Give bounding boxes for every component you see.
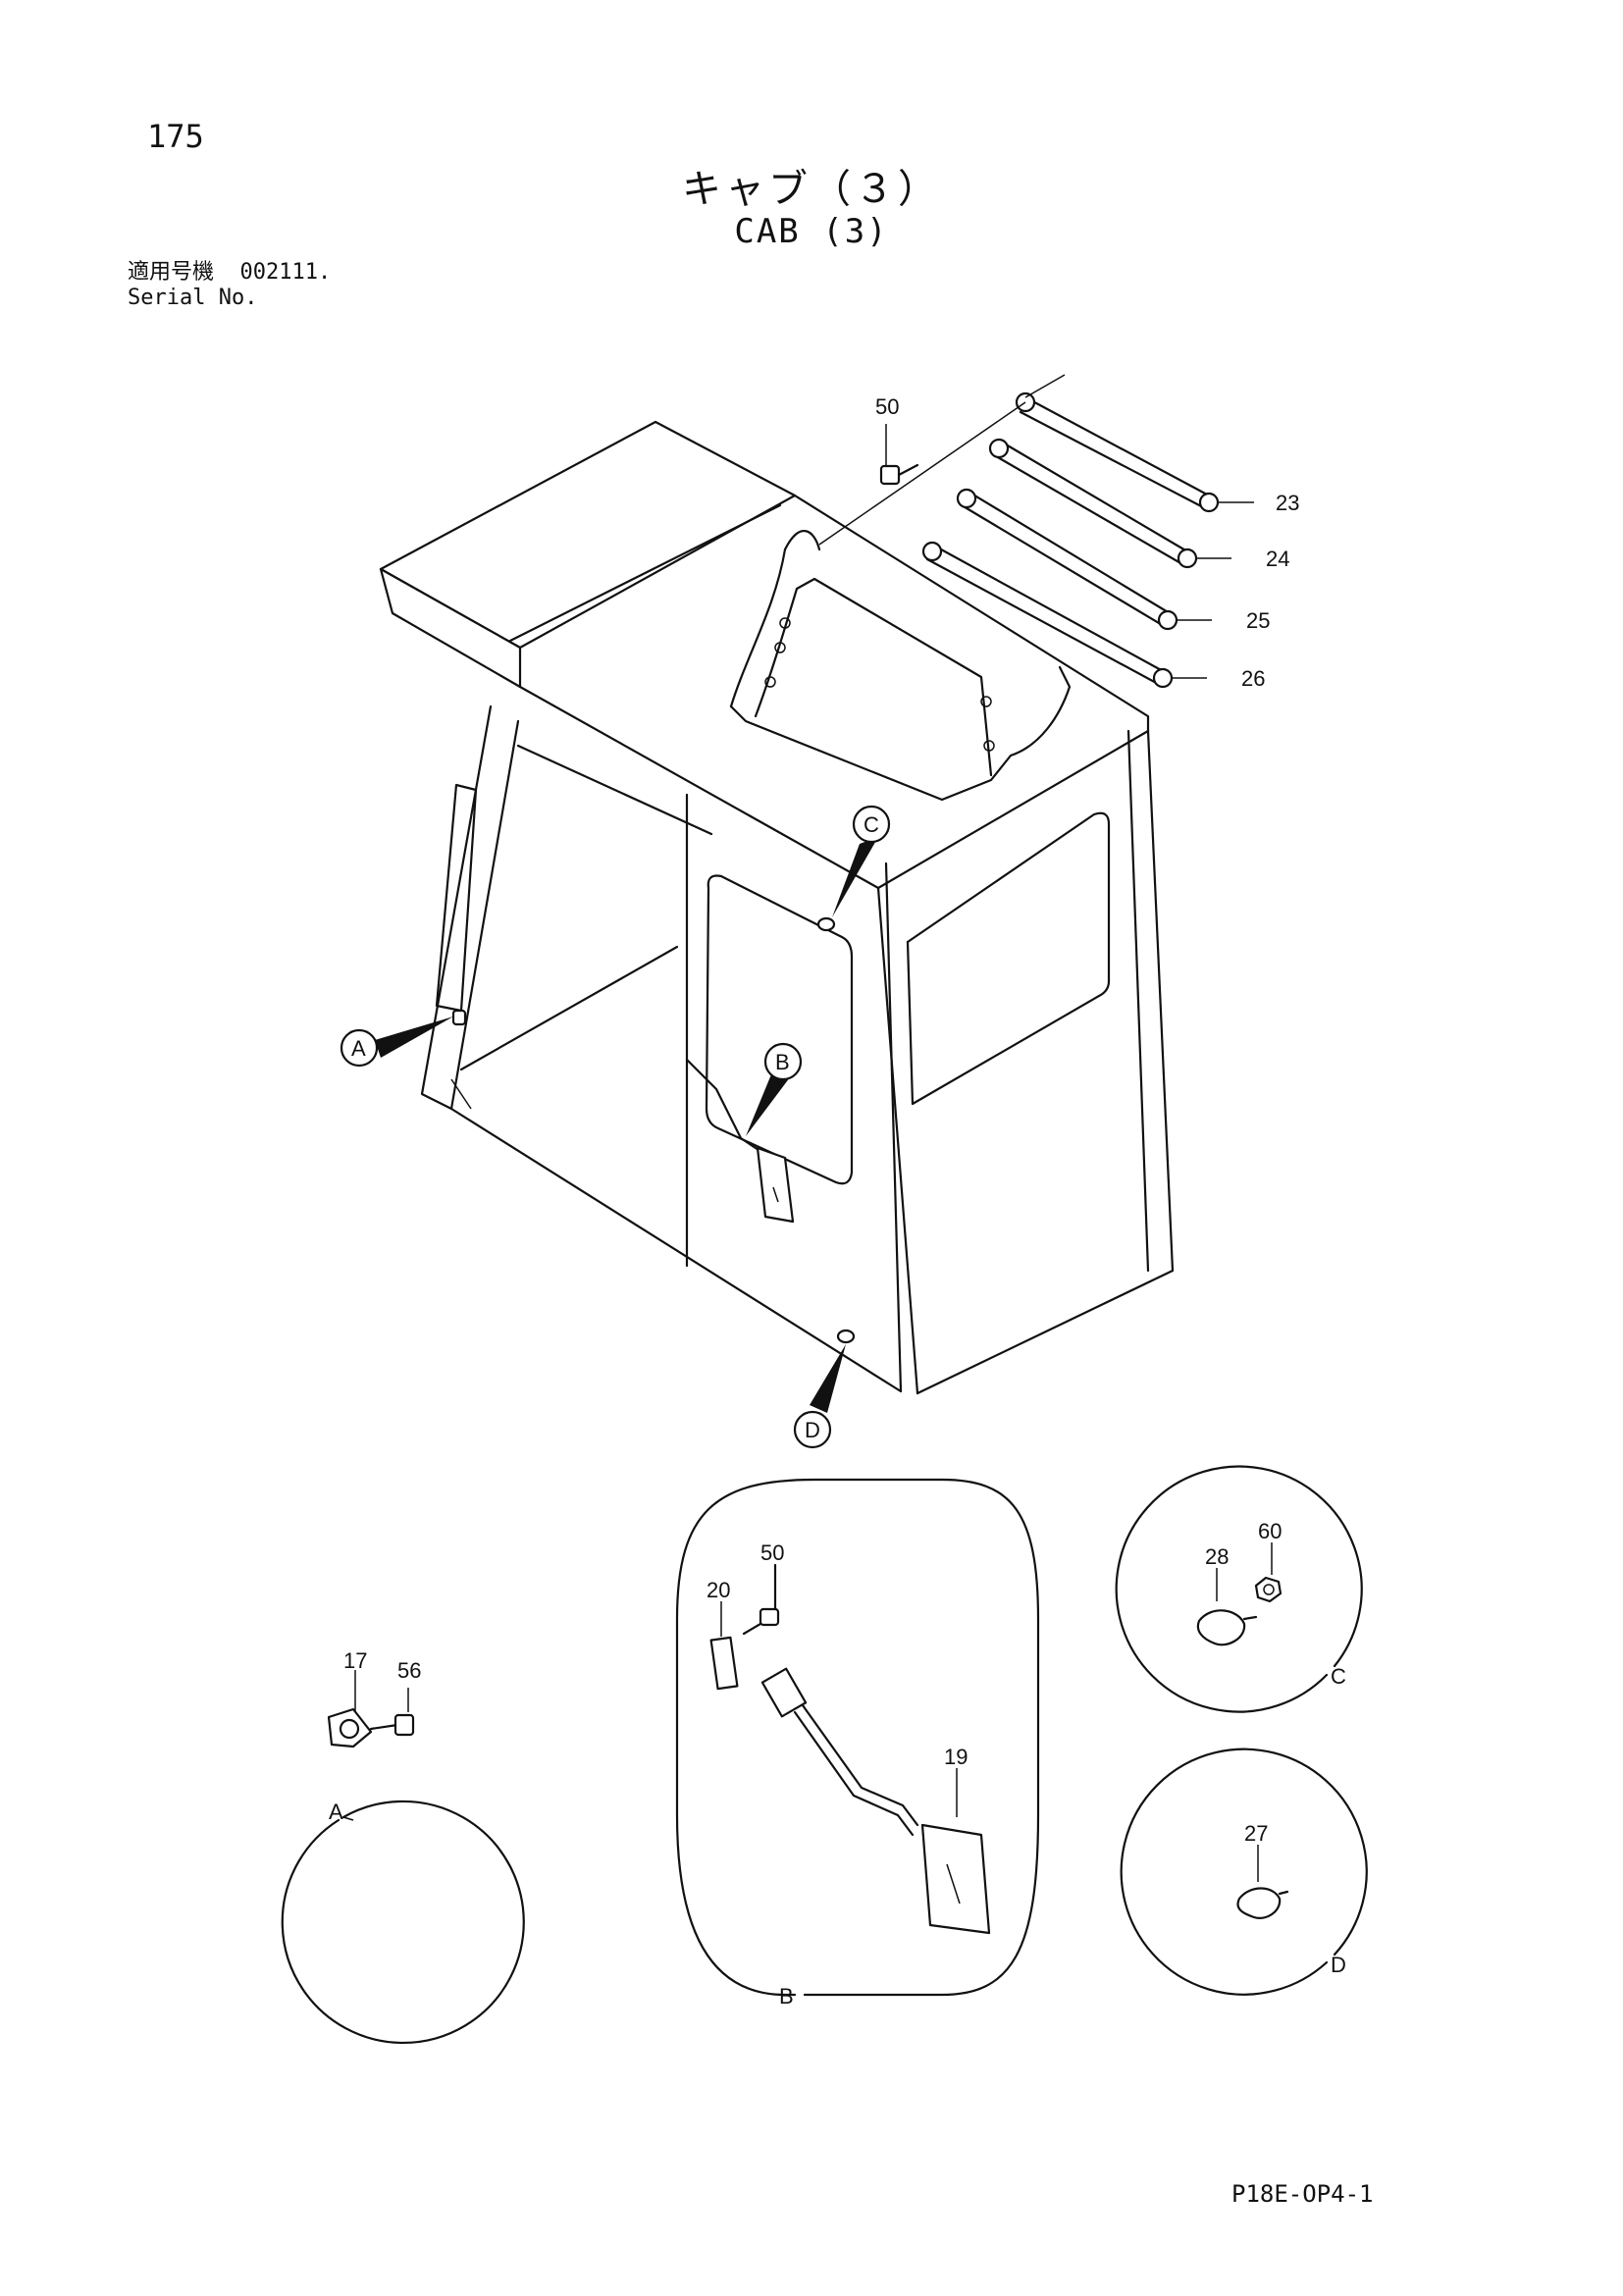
label-17: 17 xyxy=(343,1648,367,1673)
page-title-japanese: キャブ（３） xyxy=(682,167,941,212)
detail-view-b xyxy=(675,1478,1040,1997)
marker-d-label: D xyxy=(805,1418,820,1442)
page-number: 175 xyxy=(147,118,204,155)
rod-leaders xyxy=(885,424,1254,679)
detail-marker-c: C xyxy=(832,805,891,917)
detail-b-label: B xyxy=(779,1984,794,2009)
cab-assembly xyxy=(379,420,1175,1395)
detail-c-label: C xyxy=(1331,1664,1346,1689)
label-50-detail: 50 xyxy=(760,1540,784,1565)
serial-value: 002111. xyxy=(239,260,332,285)
marker-b-label: B xyxy=(775,1050,790,1074)
detail-view-c xyxy=(1115,1465,1363,1713)
marker-a-label: A xyxy=(351,1036,366,1061)
serial-label-japanese: 適用号機 xyxy=(128,260,215,285)
label-26: 26 xyxy=(1241,666,1265,691)
label-27: 27 xyxy=(1244,1821,1268,1846)
detail-view-a xyxy=(281,1670,525,2045)
drawing-code: P18E-OP4-1 xyxy=(1231,2180,1374,2208)
label-56: 56 xyxy=(397,1658,421,1683)
label-23: 23 xyxy=(1276,491,1299,515)
marker-c-label: C xyxy=(864,812,879,837)
label-20: 20 xyxy=(707,1578,730,1602)
detail-view-d xyxy=(1120,1748,1368,1996)
stay-rods xyxy=(818,374,1220,689)
detail-d-label: D xyxy=(1331,1953,1346,1977)
label-28: 28 xyxy=(1205,1544,1229,1569)
label-25: 25 xyxy=(1246,608,1270,633)
serial-info: 適用号機 002111. Serial No. xyxy=(128,260,331,311)
serial-label-english: Serial No. xyxy=(128,286,258,310)
label-19: 19 xyxy=(944,1745,968,1769)
page-title-english: CAB (3) xyxy=(734,212,889,251)
label-50-top: 50 xyxy=(875,394,899,419)
detail-a-label: A xyxy=(329,1800,343,1824)
detail-marker-a: A xyxy=(340,1017,453,1068)
detail-marker-d: D xyxy=(793,1344,846,1449)
label-24: 24 xyxy=(1266,547,1289,571)
label-60: 60 xyxy=(1258,1519,1282,1543)
detail-marker-b: B xyxy=(746,1042,803,1136)
